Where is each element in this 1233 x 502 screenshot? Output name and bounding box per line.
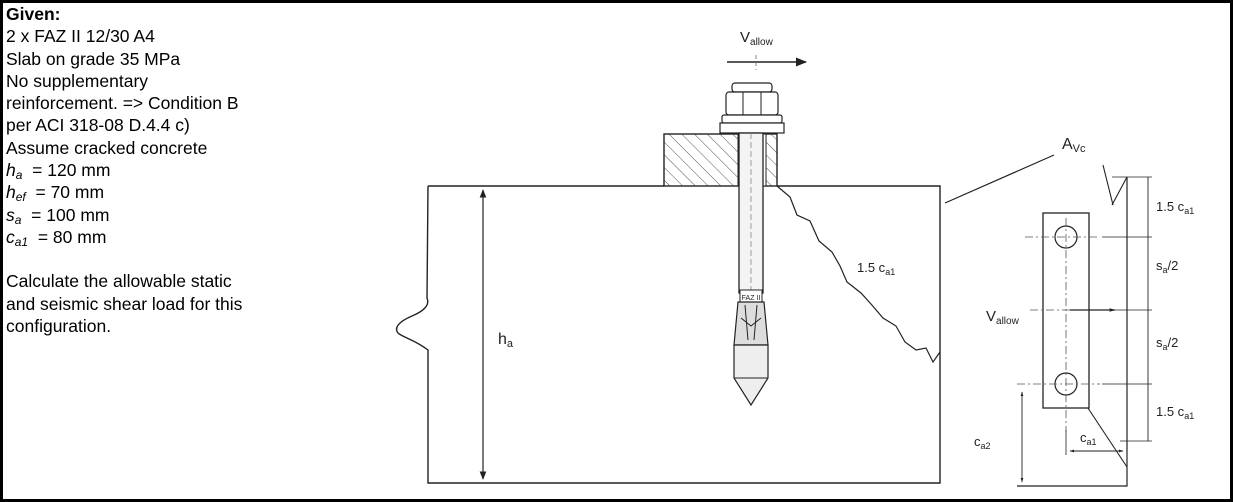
anchor-marking: FAZ II: [742, 295, 761, 302]
dim-half1-label: sa/2: [1156, 258, 1178, 275]
breakout-crack: [776, 185, 941, 364]
dim-top-label: 1.5 ca1: [1156, 199, 1194, 216]
v-allow-label: Vallow: [740, 29, 774, 48]
plan-v-allow-label: Vallow: [986, 308, 1020, 327]
given-line: Slab on grade 35 MPa: [6, 48, 181, 69]
plan-view: AVc Vallow 1.5 ca1 sa/2 sa/2 1.5 ca1 ca2: [974, 136, 1194, 487]
ca2-label: ca2: [974, 434, 991, 451]
view-leader: [944, 154, 1055, 204]
task-line: configuration.: [6, 315, 112, 336]
given-line: 2 x FAZ II 12/30 A4: [6, 26, 155, 47]
given-heading: Given:: [6, 4, 61, 24]
param-hef: hef = 70 mm: [6, 182, 105, 205]
given-line: Assume cracked concrete: [6, 137, 208, 158]
given-line: reinforcement. => Condition B: [6, 93, 239, 114]
ca1-label: ca1: [1080, 430, 1097, 447]
param-ha: ha = 120 mm: [6, 160, 111, 183]
ha-label: ha: [498, 331, 514, 350]
param-ca1: ca1 = 80 mm: [6, 226, 107, 249]
given-panel: Given: 2 x FAZ II 12/30 A4 Slab on grade…: [6, 3, 391, 337]
dim-bottom-label: 1.5 ca1: [1156, 404, 1194, 421]
task-line: and seismic shear load for this: [6, 293, 243, 314]
dim-half2-label: sa/2: [1156, 335, 1178, 352]
breakout-label: 1.5 ca1: [857, 260, 895, 277]
task-line: Calculate the allowable static: [6, 271, 232, 292]
avc-label: AVc: [1062, 136, 1086, 155]
anchor-bolt: FAZ II: [719, 82, 785, 407]
slab-section: [395, 185, 941, 484]
given-line: per ACI 318-08 D.4.4 c): [6, 115, 190, 136]
param-sa: sa = 100 mm: [6, 204, 110, 227]
given-line: No supplementary: [6, 70, 149, 91]
